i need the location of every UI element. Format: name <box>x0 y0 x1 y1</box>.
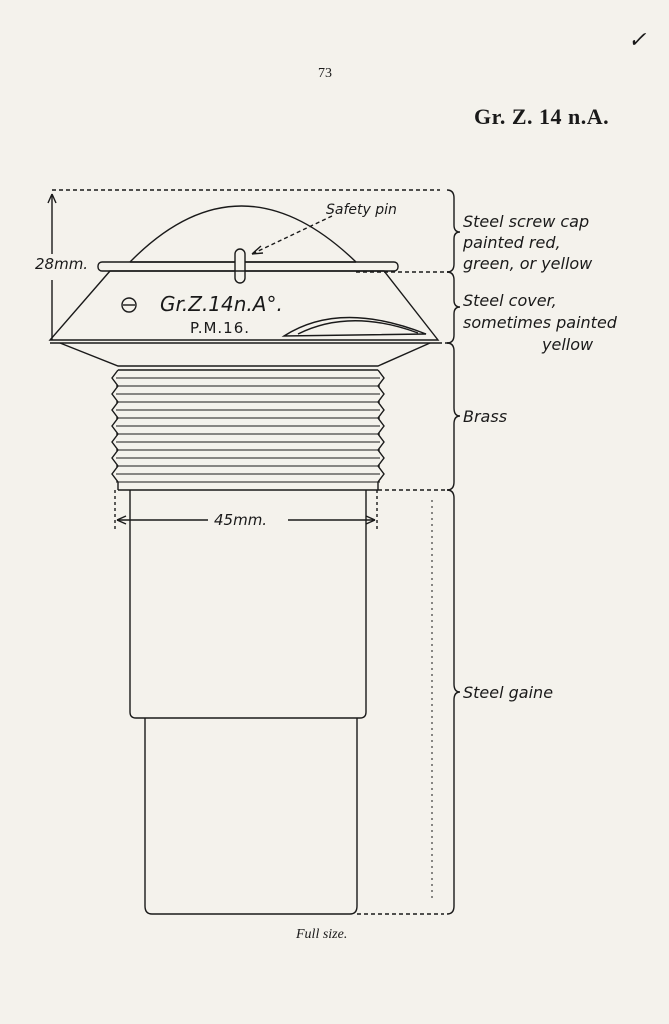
brace-gaine <box>446 489 461 915</box>
cover-screw <box>121 297 137 313</box>
brace-cover <box>446 271 461 344</box>
margin-checkmark: ✓ <box>628 28 647 53</box>
figure-caption: Full size. <box>296 927 348 942</box>
steel-cover <box>48 270 440 341</box>
cover-label-line3: yellow <box>542 335 594 354</box>
cap-label-line2: painted red, <box>463 233 561 252</box>
height-dimension <box>47 189 440 340</box>
brace-brass <box>446 342 461 491</box>
cap-label-line3: green, or yellow <box>463 254 593 273</box>
cover-label-line2: sometimes painted <box>463 313 617 332</box>
brass-threads <box>111 369 385 491</box>
cover-label-line1: Steel cover, <box>463 291 557 310</box>
cover-skirt <box>59 342 431 367</box>
height-dimension-label: 28mm. <box>33 254 91 275</box>
cover-engraving-line1: Gr.Z.14n.A°. <box>160 292 283 316</box>
screw-cap-dome <box>129 205 357 263</box>
gaine-lower <box>144 718 358 915</box>
brace-cap <box>446 189 461 273</box>
safety-pin-label: Safety pin <box>326 202 397 218</box>
gaine-upper <box>129 490 367 719</box>
diameter-dimension-label: 45mm. <box>214 511 268 529</box>
cap-label-line1: Steel screw cap <box>463 212 590 231</box>
diameter-dimension <box>114 490 378 530</box>
safety-pin-leader <box>251 215 333 255</box>
gaine-label: Steel gaine <box>463 683 554 702</box>
brass-label: Brass <box>463 407 508 426</box>
safety-pin <box>234 248 246 284</box>
page-number: 73 <box>318 66 332 81</box>
cap-flange <box>97 261 399 272</box>
cover-engraving-line2: P.M.16. <box>190 319 251 337</box>
cover-window <box>281 316 427 337</box>
safety-pin-arrowhead <box>251 245 264 255</box>
page-title: Gr. Z. 14 n.A. <box>474 104 610 129</box>
